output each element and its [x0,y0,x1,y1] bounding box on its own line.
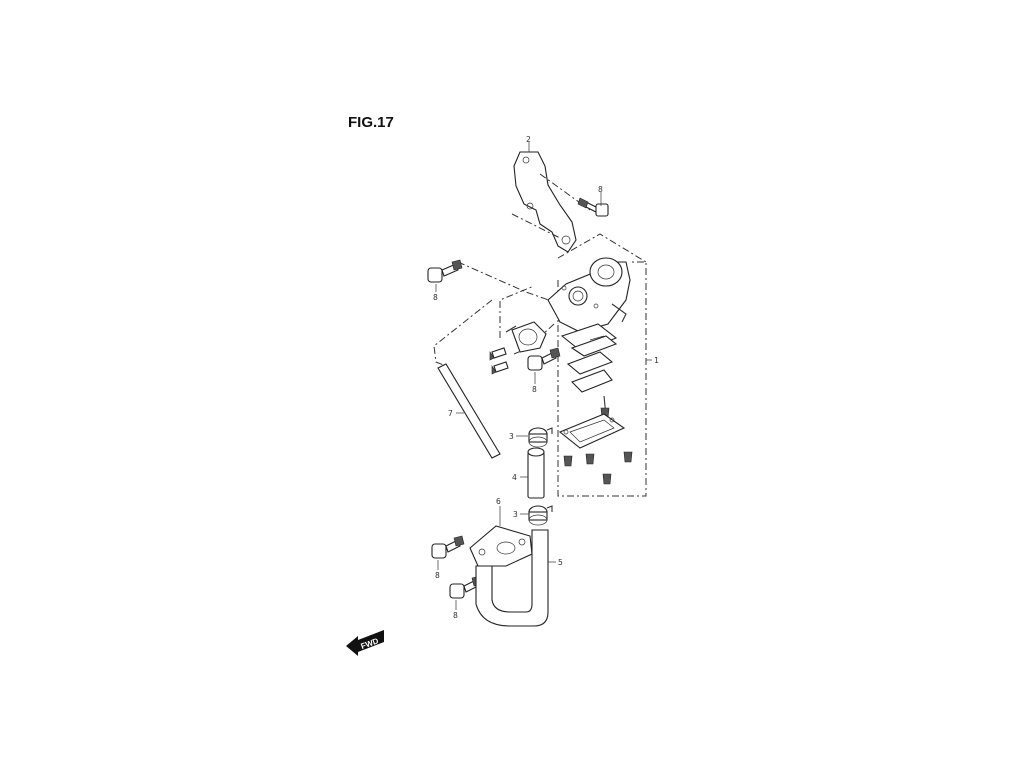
callout-5: 5 [558,558,563,567]
bolt-mid [527,347,561,371]
assembly-line [457,261,561,305]
assembly-line [557,233,647,263]
part-clamp-lower [528,505,553,526]
part-hose [527,447,545,499]
bolt-top [577,197,609,217]
bolt-lower-1 [431,535,465,559]
callout-2: 2 [526,135,531,144]
callout-6: 6 [496,497,501,506]
callout-8: 8 [433,293,438,302]
callout-1: 1 [654,356,659,365]
figure-title: FIG.17 [348,114,394,131]
assembly-line [433,299,493,367]
assembly-line [499,285,535,338]
assembly-line [557,261,647,497]
callout-8: 8 [532,385,537,394]
part-bracket [513,151,577,253]
fwd-arrow-icon: FWD [346,630,384,656]
part-valve-assembly [489,257,633,485]
callout-3: 3 [513,510,518,519]
part-pipe-rod [437,363,501,459]
callout-8: 8 [435,571,440,580]
callout-7: 7 [448,409,453,418]
part-clamp-upper [528,427,553,448]
callout-4: 4 [512,473,517,482]
part-bent-pipe [475,529,549,627]
assembly-line [511,213,561,239]
callout-3: 3 [509,432,514,441]
part-flange [469,525,533,567]
bolt-left [427,259,463,283]
callout-8: 8 [598,185,603,194]
callout-8: 8 [453,611,458,620]
